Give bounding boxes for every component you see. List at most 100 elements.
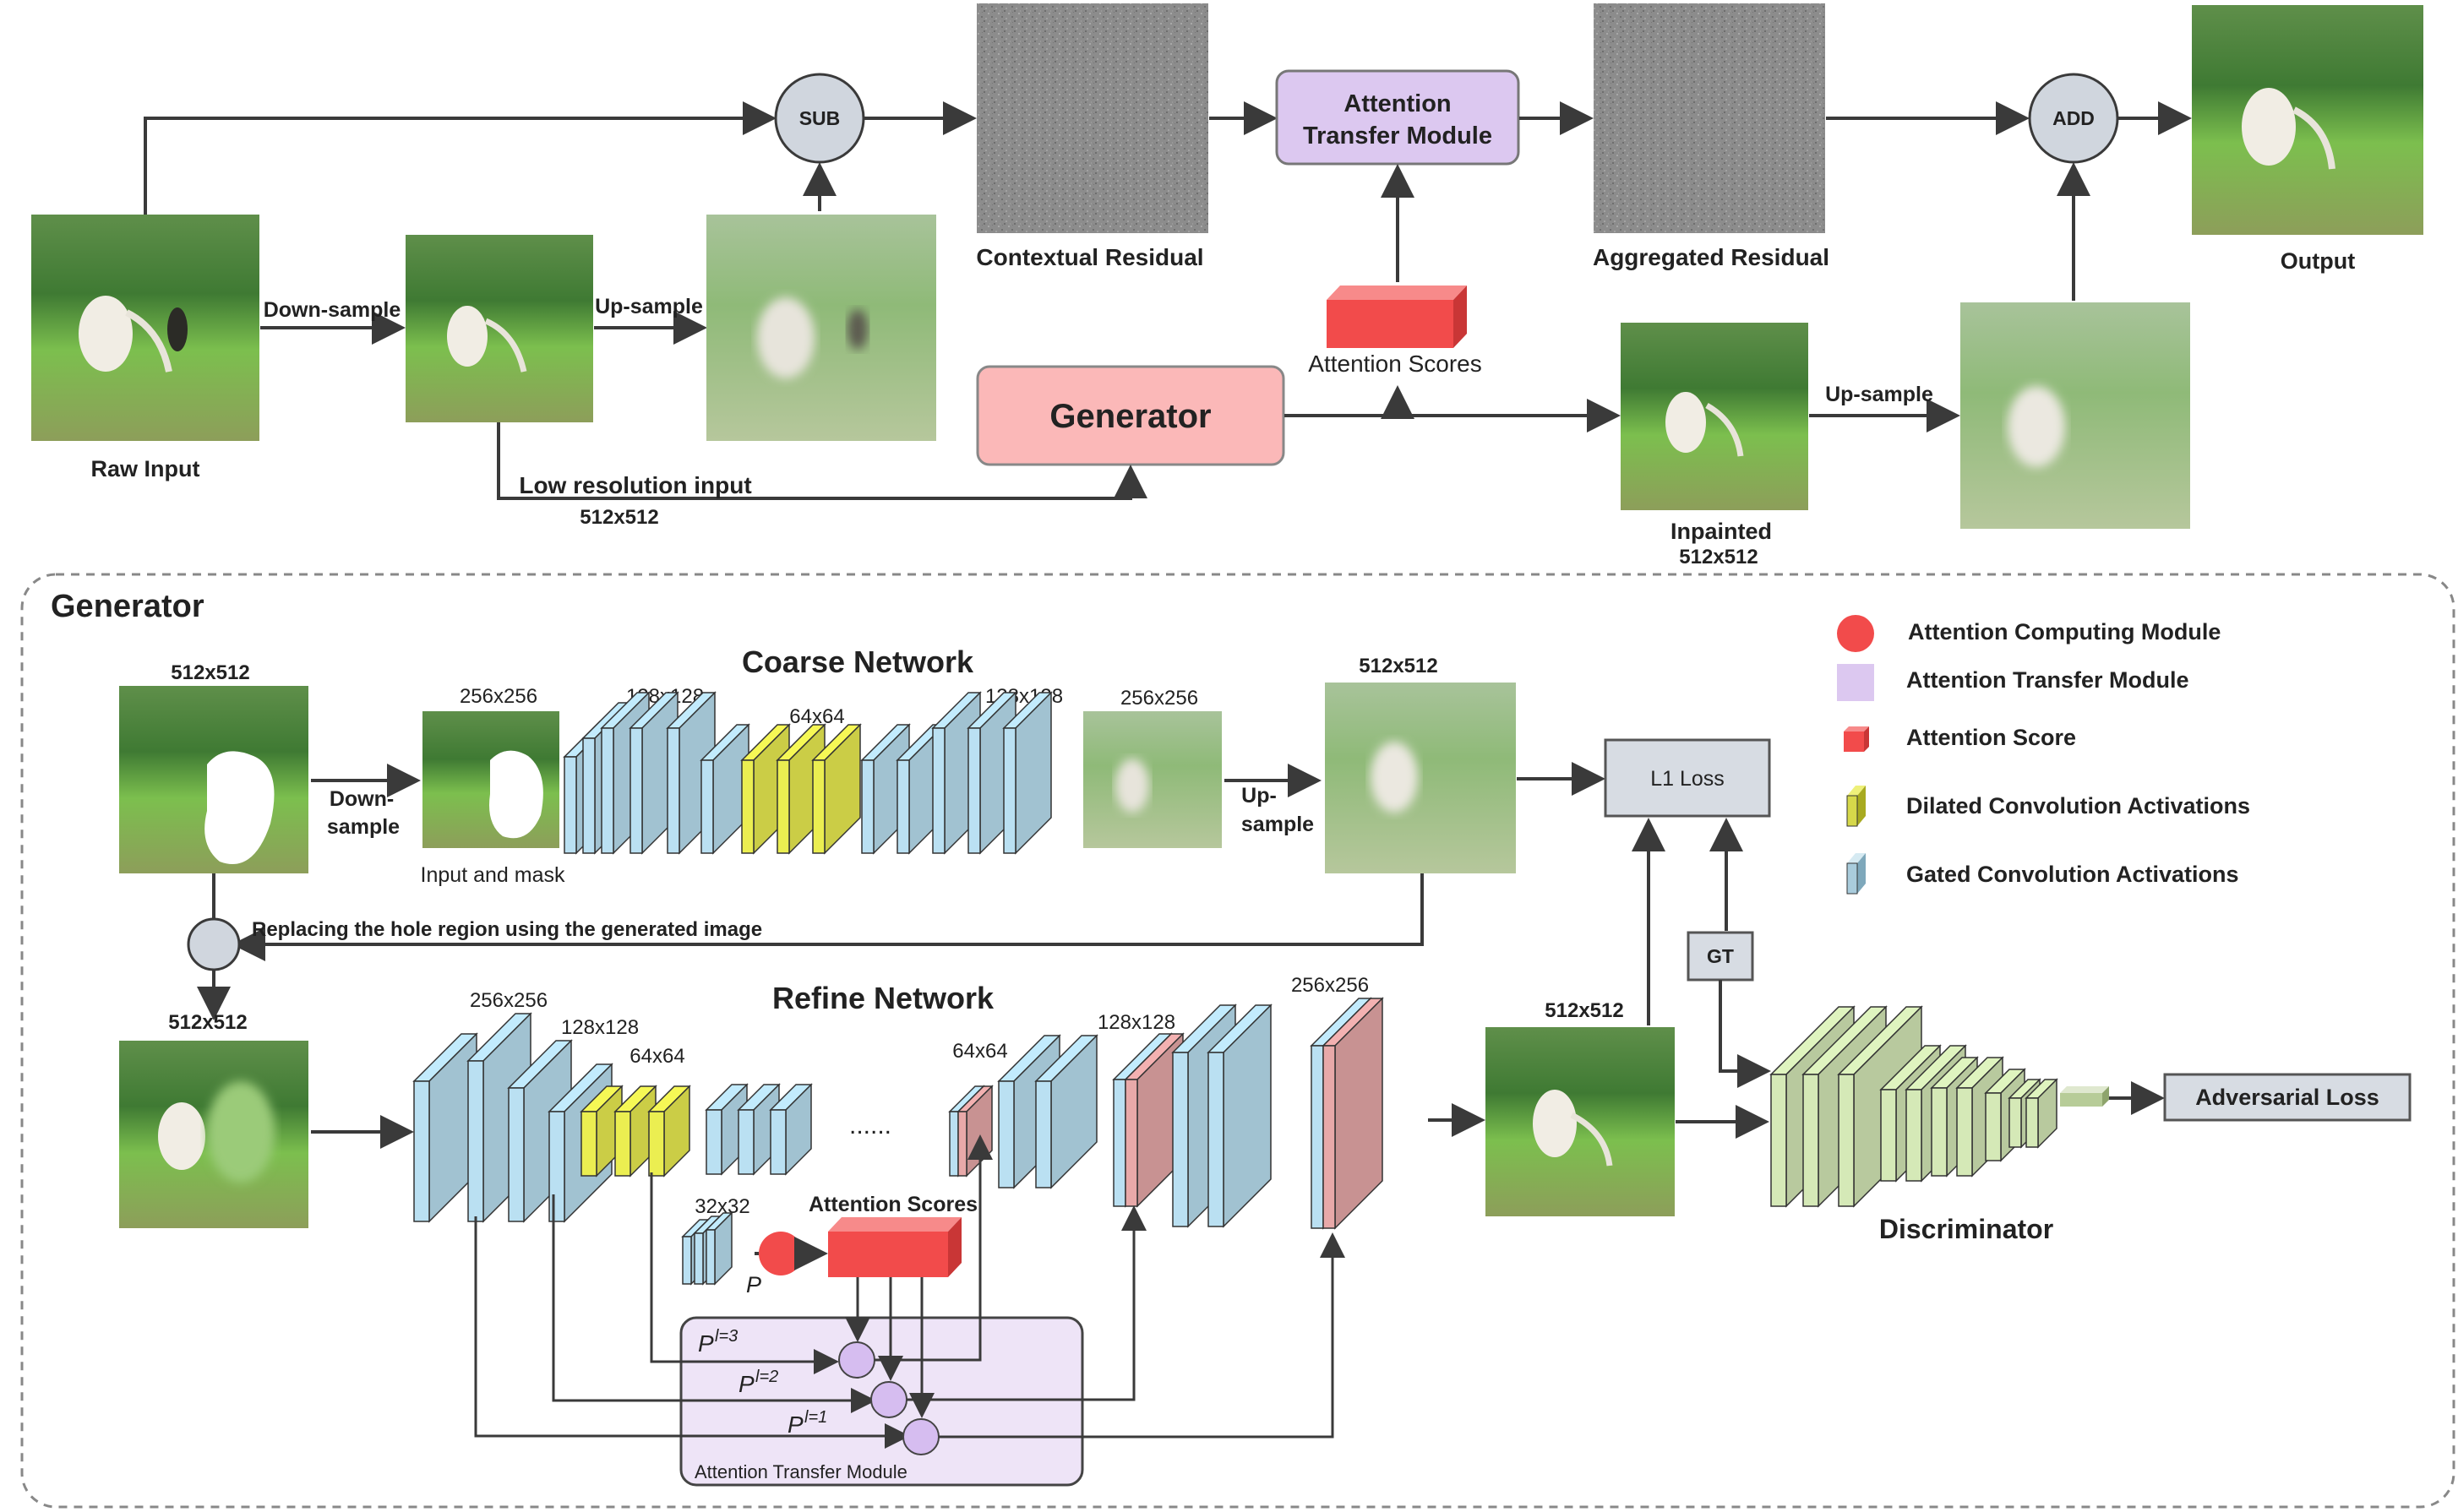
inpainted-size: 512x512: [1679, 546, 1758, 568]
raw-input-image: [31, 215, 259, 441]
discriminator-layer-stack: [1769, 1005, 2058, 1208]
pl1-label: P: [788, 1411, 804, 1438]
refine-size-128: 128x128: [561, 1016, 639, 1039]
refine-input-image: [119, 1041, 308, 1228]
coarse-layer-13: [1002, 691, 1053, 855]
attention-scores-bottom-label: Attention Scores: [809, 1193, 978, 1216]
atm-label-line2: Transfer Module: [1303, 122, 1492, 150]
coarse-layer-5: [700, 723, 750, 855]
discriminator-label: Discriminator: [1879, 1214, 2053, 1244]
legend-red-circle-icon: [1837, 615, 1874, 652]
refine-input-size: 512x512: [168, 1011, 247, 1034]
aggregated-residual-image: [1594, 3, 1825, 233]
legend-item-0: Attention Computing Module: [1908, 619, 2221, 645]
attention-computing-node: [759, 1232, 803, 1275]
generator-box-label: Generator: [1049, 398, 1211, 435]
input-mask-label: Input and mask: [421, 863, 565, 887]
attention-scores-cube-bottom: [828, 1217, 962, 1277]
refine-ellipsis: ......: [849, 1112, 891, 1139]
raw-input-label: Raw Input: [91, 456, 200, 481]
pl1-sup: l=1: [804, 1408, 827, 1427]
coarse-down-2: sample: [327, 815, 400, 839]
refine-layer-13: [1034, 1034, 1098, 1189]
downsampled-image: [406, 235, 593, 422]
top-pipeline: Raw Input Down-sample Up-sample SUB Cont…: [31, 3, 2423, 568]
upsample-label: Up-sample: [595, 295, 703, 318]
skip-line-l2: [552, 1194, 876, 1413]
contextual-residual-image: [977, 3, 1208, 233]
l2-to-decoder-arrow: [907, 1205, 1147, 1401]
replace-hole-label: Replacing the hole region using the gene…: [252, 918, 762, 941]
tiny-layer-2: [705, 1211, 733, 1286]
downsample-label: Down-sample: [264, 298, 401, 322]
inpainted-label: Inpainted: [1670, 519, 1772, 544]
legend-blue-slab-icon: [1846, 853, 1866, 895]
coarse-output-image: [1325, 683, 1516, 873]
pl3-sup: l=3: [715, 1327, 738, 1346]
p-label: P: [746, 1272, 761, 1297]
legend-item-2: Attention Score: [1906, 725, 2076, 750]
adversarial-loss-label: Adversarial Loss: [2195, 1085, 2379, 1110]
contextual-residual-label: Contextual Residual: [976, 244, 1203, 270]
gt-label: GT: [1707, 945, 1734, 967]
output-label: Output: [2281, 248, 2355, 274]
coarse-network-title: Coarse Network: [742, 645, 974, 679]
coarse-input-size: 512x512: [171, 661, 249, 684]
refine-output-size: 512x512: [1545, 999, 1623, 1022]
coarse-output-small-image: [1083, 711, 1222, 848]
skip-line-l1: [474, 1216, 910, 1449]
generator-panel: [20, 573, 2455, 1509]
low-res-arrow: [497, 422, 1147, 500]
refine-network: Refine Network 512x512 256x256 128x128 6…: [119, 974, 1675, 1487]
coarse-small-masked-image: [422, 711, 559, 848]
refine-size-128b: 128x128: [1098, 1011, 1175, 1034]
pl3-label: P: [698, 1330, 714, 1357]
legend-item-3: Dilated Convolution Activations: [1906, 793, 2250, 819]
disc-output-slab: [2060, 1086, 2109, 1107]
l1-loss-label: L1 Loss: [1650, 767, 1725, 791]
attention-transfer-module-box: [1275, 69, 1520, 166]
atm-bottom-label: Attention Transfer Module: [695, 1461, 907, 1482]
generator-panel-title: Generator: [51, 589, 204, 624]
coarse-up-2: sample: [1241, 813, 1314, 836]
refine-size-64: 64x64: [629, 1045, 684, 1068]
legend-lavender-square-icon: [1837, 664, 1874, 701]
coarse-down-1: Down-: [330, 787, 394, 811]
legend-yellow-slab-icon: [1846, 786, 1866, 827]
refine-layer-17: [1207, 1003, 1273, 1228]
pl2-label: P: [738, 1371, 755, 1397]
tiny-layer-stack: [681, 1211, 733, 1286]
legend-item-1: Attention Transfer Module: [1906, 667, 2189, 693]
l1-to-decoder-arrow: [939, 1232, 1345, 1439]
transfer-node-l2: [870, 1381, 907, 1418]
coarse-up-1: Up-: [1241, 784, 1277, 808]
refine-layer-19: [1322, 997, 1384, 1230]
refine-layer-15: [1124, 1032, 1185, 1208]
refine-output-image: [1485, 1027, 1675, 1216]
legend-red-cube-icon: [1844, 726, 1869, 752]
refine-network-title: Refine Network: [772, 981, 995, 1015]
add-label: ADD: [2052, 107, 2095, 129]
transfer-node-l1: [902, 1418, 940, 1455]
refine-layer-6: [647, 1085, 691, 1178]
disc-layer-9: [2025, 1078, 2058, 1149]
transfer-node-l3: [838, 1341, 875, 1379]
attention-scores-top-label: Attention Scores: [1308, 351, 1481, 377]
legend: Attention Computing Module Attention Tra…: [1837, 615, 2250, 895]
atm-label-line1: Attention: [1343, 90, 1451, 117]
l3-to-decoder-arrow: [875, 1134, 993, 1362]
refine-size-256b: 256x256: [1291, 974, 1369, 997]
coarse-output-size: 512x512: [1359, 655, 1437, 677]
refine-size-256: 256x256: [470, 989, 548, 1012]
coarse-network: Coarse Network 512x512 Down- sample 256x…: [119, 645, 1605, 1020]
upsampled-blur-image: [706, 215, 936, 441]
coarse-layer-stack: [563, 691, 1053, 855]
inpainted-upsampled-image: [1960, 302, 2190, 529]
masked-input-image: [119, 686, 308, 873]
adversarial-loss-box: [2163, 1073, 2412, 1122]
loss-section: L1 Loss GT Discriminator Adversarial Los…: [1604, 738, 2412, 1244]
inpainted-image: [1621, 323, 1808, 510]
replace-hole-arrow: [232, 873, 1424, 961]
coarse-size-256b: 256x256: [1120, 687, 1198, 710]
